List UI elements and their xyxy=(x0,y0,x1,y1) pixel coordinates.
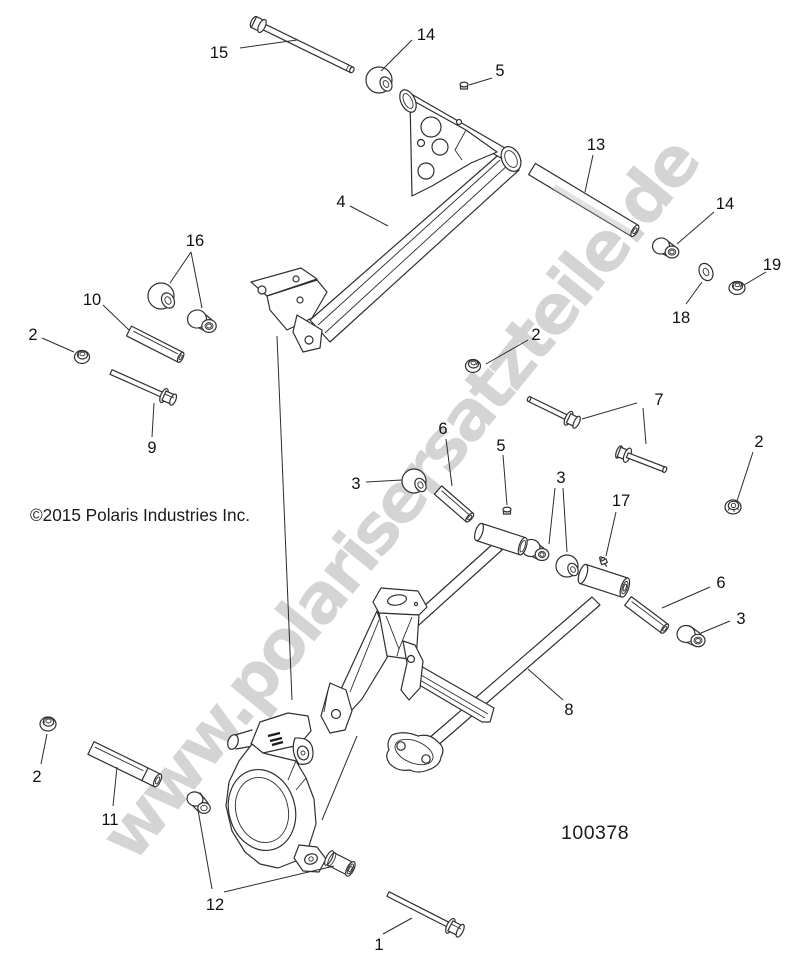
callout-leader-line xyxy=(102,304,130,331)
pivot-tube-13-drawing xyxy=(528,162,640,238)
locknut-2-middle-drawing xyxy=(464,358,482,374)
callout-label: 2 xyxy=(754,433,763,451)
callout-label: 13 xyxy=(587,136,605,154)
callout-leader-line xyxy=(700,620,731,634)
callout-leader-line xyxy=(151,402,155,438)
callout-label: 3 xyxy=(351,475,360,493)
callout-label: 15 xyxy=(210,44,228,62)
callout-label: 2 xyxy=(32,768,41,786)
callout-leader-line xyxy=(605,511,617,557)
trailing-arm-8-drawing xyxy=(320,522,631,773)
callout-label: 6 xyxy=(716,574,725,592)
bolt-15-drawing xyxy=(249,15,355,74)
bushing-3-right-drawing xyxy=(676,624,706,648)
nut-5-top-drawing xyxy=(459,81,469,90)
locknut-2-left-drawing xyxy=(73,349,91,365)
callout-leader-line xyxy=(685,281,703,305)
bushings-12-drawing xyxy=(186,791,356,877)
callout-label: 14 xyxy=(716,195,734,213)
callout-leader-line xyxy=(445,438,453,487)
bolt-1-drawing xyxy=(386,891,465,938)
callout-label: 7 xyxy=(654,391,663,409)
callout-label: 14 xyxy=(417,26,435,44)
knuckle-drawing xyxy=(225,712,327,873)
callout-leader-line xyxy=(743,271,767,286)
callout-leader-line xyxy=(349,205,389,227)
bushings-3-pair-drawing xyxy=(521,538,579,578)
spacer-6-middle-drawing xyxy=(433,485,475,523)
bushings-16-drawing xyxy=(147,282,217,334)
callout-label: 19 xyxy=(763,256,781,274)
callout-leader-line xyxy=(502,454,508,506)
callout-leader-line xyxy=(642,407,647,445)
copyright-text: ©2015 Polaris Industries Inc. xyxy=(30,505,250,525)
spacer-6-right-drawing xyxy=(624,596,670,634)
callout-label: 18 xyxy=(672,309,690,327)
locknut-2-bottom-drawing xyxy=(39,716,57,732)
callout-label: 2 xyxy=(28,326,37,344)
flange-nut-19-drawing xyxy=(728,280,746,296)
callout-leader-line xyxy=(41,337,75,353)
tube-11-drawing xyxy=(87,741,163,788)
locknut-2-right-drawing xyxy=(724,499,742,515)
callout-label: 9 xyxy=(147,439,156,457)
callout-label: 16 xyxy=(186,232,204,250)
bolts-7-drawing xyxy=(526,396,668,474)
callout-label: 6 xyxy=(438,420,447,438)
callout-leader-line xyxy=(239,39,298,49)
callout-label: 17 xyxy=(612,492,630,510)
callout-label: 5 xyxy=(496,437,505,455)
callout-label: 3 xyxy=(736,610,745,628)
bolt-9-drawing xyxy=(109,369,178,406)
callout-leader-line xyxy=(382,917,413,935)
spacer-tube-10-drawing xyxy=(125,325,185,363)
a-arm-4-drawing xyxy=(250,89,522,353)
callout-label: 11 xyxy=(101,811,118,829)
callout-label: 8 xyxy=(564,701,573,719)
callout-leader-line xyxy=(40,733,48,765)
callout-leader-line xyxy=(112,766,118,807)
callout-leader-line xyxy=(365,479,403,483)
callout-leader-line xyxy=(485,339,529,365)
reference-lines xyxy=(276,335,358,821)
callout-leader-line xyxy=(223,865,335,893)
washer-18-drawing xyxy=(698,262,714,282)
callout-leader-line xyxy=(661,586,711,609)
drawing-number: 100378 xyxy=(561,822,629,844)
callout-leader-line xyxy=(562,487,568,553)
bushing-14-top-drawing xyxy=(365,66,393,94)
reference-line xyxy=(276,335,293,701)
callout-label: 2 xyxy=(531,326,540,344)
callout-label: 4 xyxy=(336,193,345,211)
callout-leader-line xyxy=(736,451,754,502)
callout-label: 12 xyxy=(206,896,224,914)
callout-leader-line xyxy=(197,809,213,890)
callout-leader-line xyxy=(468,77,493,86)
callout-leader-line xyxy=(527,668,564,701)
callout-leader-line xyxy=(380,39,413,72)
callout-label: 3 xyxy=(556,469,565,487)
callout-label: 1 xyxy=(374,936,383,954)
callout-leader-line xyxy=(676,211,715,245)
bushing-3-left-drawing xyxy=(401,468,427,494)
reference-line xyxy=(321,735,358,821)
bushing-14-right-drawing xyxy=(651,237,680,259)
grease-fitting-17-drawing xyxy=(599,556,608,567)
callout-leader-line xyxy=(548,487,556,545)
callout-leader-line xyxy=(190,251,203,309)
callout-label: 5 xyxy=(495,62,504,80)
callout-label: 10 xyxy=(83,291,101,309)
callout-leader-line xyxy=(169,251,192,284)
callout-leader-line xyxy=(581,402,638,420)
nut-5-middle-drawing xyxy=(502,506,512,515)
callout-leader-line xyxy=(584,154,594,193)
